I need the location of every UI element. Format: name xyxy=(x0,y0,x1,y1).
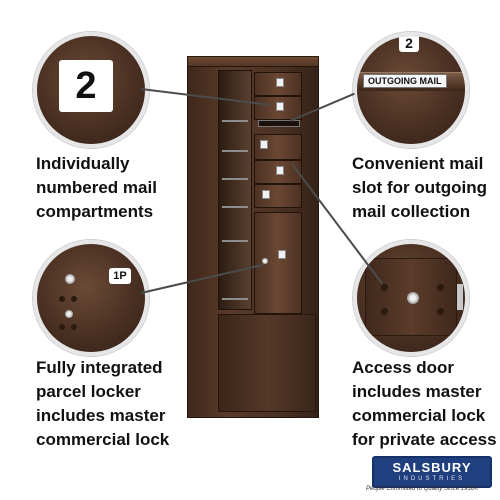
mailbox-base-panel xyxy=(218,314,316,412)
rivet-icon xyxy=(71,296,77,302)
brand-tagline: People Committed to Quality Since 1936® xyxy=(366,486,479,492)
shelf xyxy=(222,120,248,122)
callout-outgoing-circle: 2 OUTGOING MAIL xyxy=(353,32,469,148)
rivet-icon xyxy=(59,296,65,302)
door-tag-2 xyxy=(276,102,284,111)
parcel-tag xyxy=(278,250,286,259)
shelf xyxy=(222,178,248,180)
shelf xyxy=(222,298,248,300)
caption-parcel: Fully integrated parcel locker includes … xyxy=(36,358,170,449)
rivet-icon xyxy=(437,308,444,315)
rivet-icon xyxy=(437,284,444,291)
door-tag-5 xyxy=(262,190,270,199)
caption-outgoing: Convenient mail slot for outgoing mail c… xyxy=(352,154,488,221)
compartment-number: 2 xyxy=(75,64,97,107)
rivet-icon xyxy=(71,324,77,330)
salsbury-logo: SALSBURY INDUSTRIES xyxy=(372,456,492,488)
compartment-door-5[interactable] xyxy=(254,184,302,208)
rivet-icon xyxy=(65,310,73,318)
rivet-icon xyxy=(381,308,388,315)
shelf xyxy=(222,150,248,152)
parcel-number: 1P xyxy=(113,270,127,282)
hinge xyxy=(457,284,463,310)
door-tag-4 xyxy=(276,166,284,175)
parcel-number-card: 1P xyxy=(109,268,131,284)
door-tag-1 xyxy=(276,78,284,87)
shelf xyxy=(222,206,248,208)
callout-parcel-circle: 1P xyxy=(33,240,149,356)
parcel-lock-icon xyxy=(65,274,75,284)
rivet-icon xyxy=(59,324,65,330)
outgoing-slot[interactable] xyxy=(258,120,300,127)
access-lock-icon xyxy=(407,292,419,304)
caption-numbered: Individually numbered mail compartments xyxy=(36,154,157,221)
outgoing-number: 2 xyxy=(405,35,413,51)
caption-access: Access door includes master commercial l… xyxy=(352,358,497,449)
compartment-number-card: 2 xyxy=(59,60,113,112)
outgoing-mail-label: OUTGOING MAIL xyxy=(363,74,447,88)
shelf xyxy=(222,240,248,242)
door-tag-3 xyxy=(260,140,268,149)
rivet-icon xyxy=(381,284,388,291)
parcel-lock-icon xyxy=(262,258,268,264)
callout-numbered-circle: 2 xyxy=(33,32,149,148)
callout-access-circle xyxy=(353,240,469,356)
outgoing-number-card: 2 xyxy=(399,35,419,52)
